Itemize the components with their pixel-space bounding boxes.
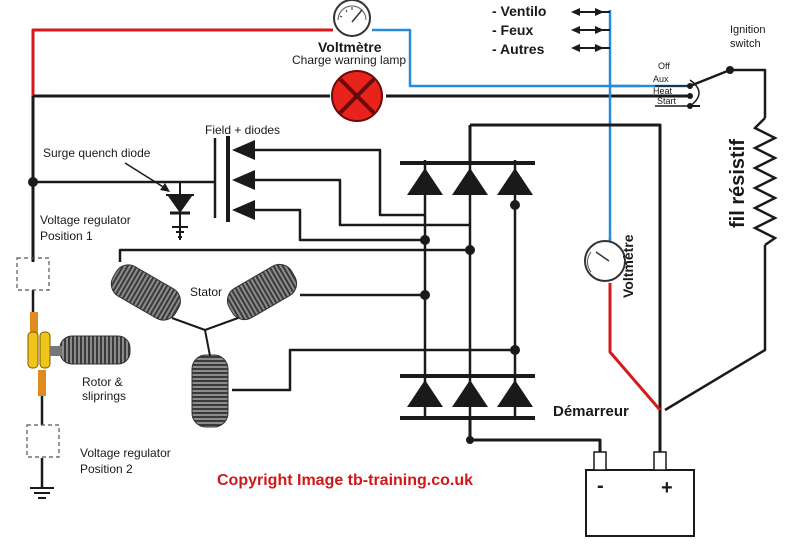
label-demarreur: Démarreur [553,403,629,420]
voltage-regulator-2 [26,424,60,458]
wire-stator-1 [118,248,470,262]
accessory-arrows [571,8,604,52]
label-ignition-1: Ignition [730,24,765,36]
wire-red-side-voltmeter [608,283,662,411]
label-sw-heat: Heat [653,86,673,96]
resistor-zigzag [752,117,778,247]
label-ignition-2: switch [730,38,761,50]
label-vr1-2: Position 1 [40,229,93,243]
wire-stator-3 [232,348,515,392]
rectifier-bridge [400,161,535,420]
label-stator: Stator [190,285,222,299]
label-sw-off: Off [658,61,670,71]
label-voltmetre-top: Voltmètre [318,39,382,55]
wire-switch-resistor [730,68,767,118]
field-diodes [226,136,255,222]
text-labels: Voltmètre Charge warning lamp - Ventilo … [40,3,765,499]
wire-resistor-starter [664,245,767,412]
label-surge-diode: Surge quench diode [43,146,151,160]
ground-symbol [30,487,54,499]
label-fil-resistif: fil résistif [727,139,749,228]
voltmeter-top-icon [333,0,371,37]
label-vr1-1: Voltage regulator [40,213,131,227]
label-sw-start: Start [657,96,677,106]
label-rotor-2: sliprings [82,389,126,403]
label-feux: - Feux [492,22,533,38]
warning-lamp-icon [331,70,383,122]
label-sw-aux: Aux [653,74,669,84]
label-vr2-1: Voltage regulator [80,446,171,460]
surge-quench-diode [124,162,194,238]
wire-blue-voltmeter-top [372,28,690,88]
label-battery-minus: - [597,475,604,497]
ignition-switch-icon [655,68,731,107]
wire-bplus [470,123,662,410]
voltmeter-side-icon [584,240,626,282]
label-battery-plus: + [661,477,673,499]
label-warning-lamp: Charge warning lamp [292,53,406,67]
label-ventilo: - Ventilo [492,3,546,19]
label-autres: - Autres [492,41,545,57]
label-rotor-1: Rotor & [82,375,123,389]
voltage-regulator-1 [16,257,50,291]
rotor [27,312,131,396]
wire-fd2 [252,178,470,227]
label-copyright: Copyright Image tb-training.co.uk [217,472,473,489]
label-vr2-2: Position 2 [80,462,133,476]
wire-fd1 [252,148,425,217]
label-field-diodes: Field + diodes [205,123,280,137]
battery-icon [585,451,695,537]
wire-fd3 [252,208,425,242]
junction-dots [28,66,734,444]
stator [110,263,298,428]
wire-ground [468,420,602,465]
label-voltmetre-side: Voltmètre [620,234,636,298]
